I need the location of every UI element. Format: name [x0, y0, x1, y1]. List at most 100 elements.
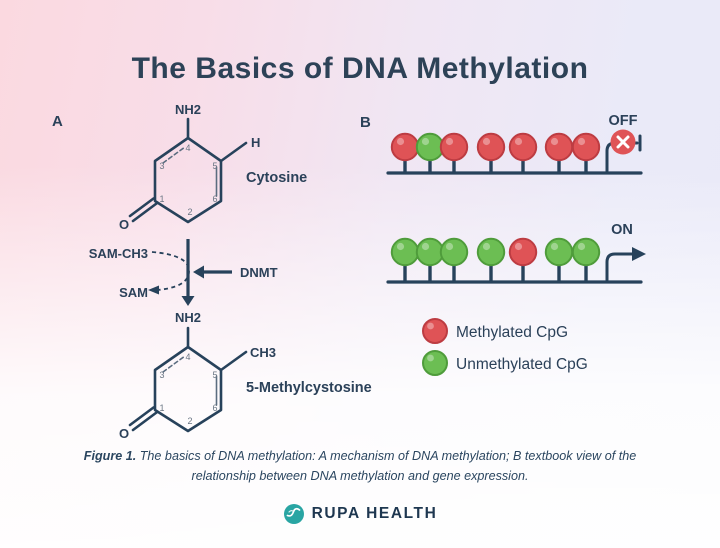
red-cpg-lollipop	[508, 237, 538, 267]
carbonyl-bond-1	[131, 202, 158, 223]
ring-number: 2	[187, 207, 192, 217]
lollipop-highlight	[550, 242, 559, 251]
legend: Methylated CpG Unmethylated CpG	[422, 318, 588, 376]
lollipop-highlight	[550, 137, 559, 146]
caption-text-1: The basics of DNA methylation: A mechani…	[139, 449, 637, 463]
ring-number: 4	[185, 143, 190, 153]
red-cpg-lollipop	[476, 132, 506, 162]
caption-line-1: Figure 1. The basics of DNA methylation:…	[40, 446, 680, 466]
methylcytosine-name: 5-Methylcystosine	[246, 380, 372, 396]
ring-number: 6	[212, 194, 217, 204]
panel-b: B OFF ON Methylated CpG	[360, 113, 646, 376]
legend-swatch-highlight	[427, 354, 434, 362]
off-label: OFF	[609, 113, 638, 129]
h-bond	[219, 141, 248, 163]
lollipop-highlight	[514, 242, 523, 251]
reaction-arrows	[148, 239, 232, 306]
red-cpg-lollipop	[439, 132, 469, 162]
on-label: ON	[611, 222, 633, 238]
panel-a-label: A	[52, 113, 63, 130]
brand-name: RUPA HEALTH	[311, 505, 438, 522]
reaction-arrowhead	[181, 296, 195, 306]
on-transcription-arrow	[605, 252, 634, 282]
legend-swatch-highlight	[427, 322, 434, 330]
sam-label: SAM	[119, 285, 148, 300]
ring-number: 3	[159, 161, 164, 171]
ring-number: 1	[159, 194, 164, 204]
inner-double-bond-dashed	[162, 355, 186, 373]
methylcytosine-structure	[128, 326, 248, 433]
lollipop-highlight	[482, 137, 491, 146]
carbonyl-bond-1	[131, 411, 158, 432]
red-cpg-lollipop	[571, 132, 601, 162]
methylcytosine-oxygen-label: O	[119, 426, 129, 441]
lollipop-highlight	[514, 137, 523, 146]
dnmt-label: DNMT	[240, 265, 278, 280]
cytosine-h-label: H	[251, 135, 260, 150]
blocked-x-icon	[610, 129, 636, 155]
cytosine-ring-numbers: 4 3 5 1 6 2	[159, 143, 217, 217]
green-cpg-lollipop	[544, 237, 574, 267]
sam-ch3-label: SAM-CH3	[89, 246, 148, 261]
legend-swatch-unmethylated	[422, 350, 448, 376]
lollipop-highlight	[577, 242, 586, 251]
logo-swoosh	[286, 507, 300, 517]
panel-a: A NH2 H Cytosine O 4 3 5 1 6 2	[52, 102, 372, 441]
carbonyl-bond-2	[128, 197, 155, 218]
red-cpg-lollipop	[508, 132, 538, 162]
ring-number: 6	[212, 403, 217, 413]
cytosine-amine-label: NH2	[175, 102, 201, 117]
legend-label-methylated: Methylated CpG	[456, 324, 568, 341]
lollipop-highlight	[445, 137, 454, 146]
methylcytosine-amine-label: NH2	[175, 310, 201, 325]
carbonyl-bond-2	[128, 406, 155, 427]
cytosine-structure	[128, 117, 248, 224]
figure-label: Figure 1.	[83, 449, 137, 463]
caption-line-2: relationship between DNA methylation and…	[40, 466, 680, 486]
lollipop-highlight	[421, 242, 430, 251]
sam-cycle-arrow	[151, 251, 190, 291]
ring-number: 2	[187, 416, 192, 426]
cytosine-oxygen-label: O	[119, 217, 129, 232]
ring-number: 5	[212, 161, 217, 171]
ring-number: 3	[159, 370, 164, 380]
green-cpg-lollipop	[415, 132, 445, 162]
red-cpg-lollipop	[390, 132, 420, 162]
lollipop-highlight	[482, 242, 491, 251]
lollipop-highlight	[421, 137, 430, 146]
lollipop-row-0	[390, 132, 601, 173]
methyl-label: CH3	[250, 345, 276, 360]
dnmt-arrowhead	[193, 265, 204, 279]
green-cpg-lollipop	[439, 237, 469, 267]
legend-swatch-methylated	[422, 318, 448, 344]
methylcytosine-ring-numbers: 4 3 5 1 6 2	[159, 352, 217, 426]
brand-footer: RUPA HEALTH	[0, 503, 720, 525]
lollipop-highlight	[577, 137, 586, 146]
on-arrowhead	[632, 247, 646, 261]
green-cpg-lollipop	[571, 237, 601, 267]
lollipop-highlight	[396, 242, 405, 251]
rupa-health-logo-icon	[283, 504, 304, 524]
logo-swoosh-2	[287, 510, 294, 513]
green-cpg-lollipop	[390, 237, 420, 267]
lollipop-highlight	[396, 137, 405, 146]
red-cpg-lollipop	[544, 132, 574, 162]
cytosine-name: Cytosine	[246, 170, 307, 186]
ring-number: 1	[159, 403, 164, 413]
logo-circle	[283, 504, 304, 524]
legend-label-unmethylated: Unmethylated CpG	[456, 356, 588, 373]
green-cpg-lollipop	[476, 237, 506, 267]
sam-cycle-arrowhead	[148, 285, 159, 295]
inner-double-bond-dashed	[162, 146, 186, 164]
figure-caption: Figure 1. The basics of DNA methylation:…	[40, 446, 680, 486]
page-title: The Basics of DNA Methylation	[131, 52, 589, 85]
methyl-bond	[219, 350, 248, 372]
lollipop-row-1	[390, 237, 601, 282]
green-cpg-lollipop	[415, 237, 445, 267]
x-stroke	[616, 135, 630, 149]
ring-number: 5	[212, 370, 217, 380]
lollipop-highlight	[445, 242, 454, 251]
caption-text-2: relationship between DNA methylation and…	[191, 469, 529, 483]
